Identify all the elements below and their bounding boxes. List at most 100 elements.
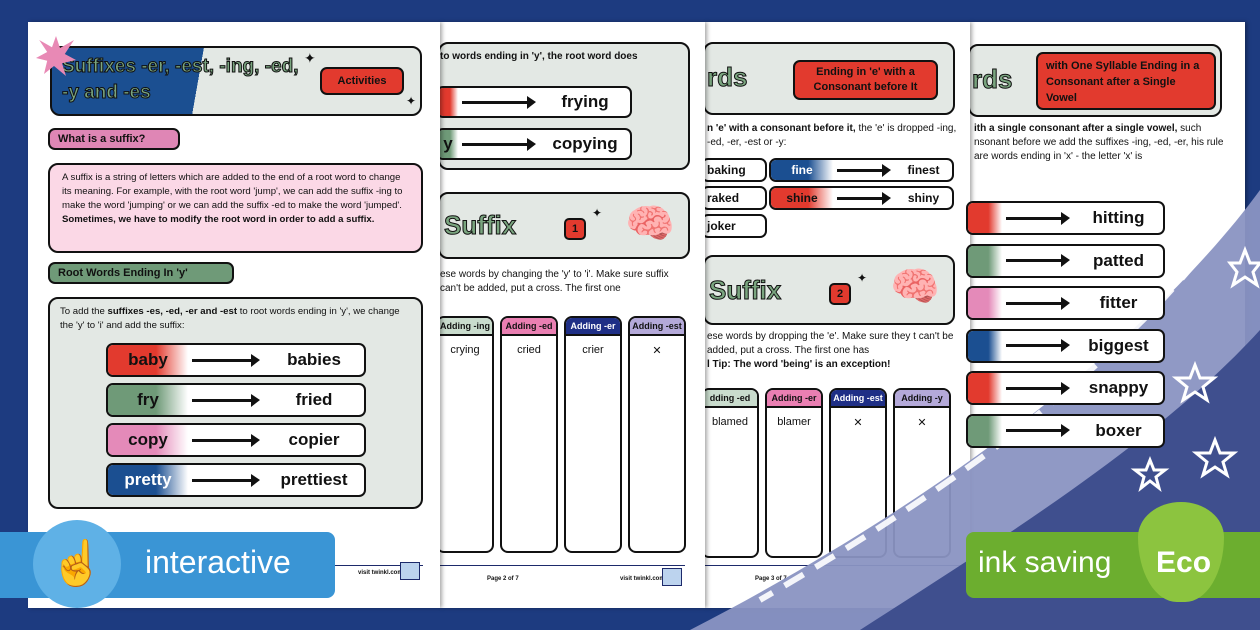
- result-word: prettiest: [280, 470, 348, 489]
- page3-suffix-header: Suffix 2 ✦ 🧠: [703, 255, 955, 325]
- root-word: baby: [108, 345, 188, 375]
- root-word: fine: [771, 160, 833, 180]
- result-word: fitter: [1099, 293, 1138, 312]
- root-word: [968, 415, 1002, 446]
- column-answer: ✕: [652, 345, 662, 357]
- root-text-b: suffixes -es, -ed, -er and -est: [107, 306, 238, 317]
- page3-page-number: Page 3 of 7: [755, 576, 787, 582]
- page3-intro-bold: n 'e' with a consonant before it,: [707, 123, 856, 134]
- page3-title-fragment: rds: [706, 62, 748, 93]
- result-word: copier: [288, 430, 340, 449]
- arrow-icon: [1006, 211, 1070, 225]
- interactive-label: interactive: [145, 544, 291, 580]
- word-transform-row: boxer: [966, 413, 1165, 448]
- root-word: copy: [108, 425, 188, 455]
- ink-saving-label: ink saving: [978, 546, 1112, 579]
- arrow-icon: [1006, 296, 1070, 310]
- column-answer: ✕: [917, 417, 927, 429]
- answer-column[interactable]: Adding -est ✕: [628, 316, 686, 553]
- twinkl-logo: [662, 568, 682, 586]
- page1-title-banner: Suffixes -er, -est, -ing, -ed, -y and -e…: [50, 46, 422, 116]
- eco-drop-icon: [1138, 502, 1224, 602]
- page3-intro: n 'e' with a consonant before it, the 'e…: [707, 122, 962, 150]
- word-box: baking: [701, 158, 767, 182]
- footer-divider: [328, 565, 423, 566]
- page3-header: rds Ending in 'e' with a Consonant befor…: [703, 42, 955, 115]
- arrow-icon: [1006, 254, 1070, 267]
- column-header: Adding -est: [630, 318, 684, 336]
- suffix-title: Suffix: [443, 210, 517, 241]
- sparkle-icon: ✦: [857, 271, 868, 285]
- star-icons: [1130, 245, 1260, 492]
- column-header: Adding -ed: [502, 318, 556, 336]
- column-answer: cried: [517, 344, 541, 356]
- brain-mascot-icon: 🧠: [625, 202, 675, 246]
- arrow-icon: [192, 433, 260, 447]
- arrow-icon: [837, 191, 891, 205]
- ink-saving-eco-badge: ink saving Eco: [966, 502, 1260, 602]
- page1-title: Suffixes -er, -est, -ing, -ed, -y and -e…: [62, 56, 300, 104]
- definition-bold: Sometimes, we have to modify the root wo…: [62, 214, 375, 225]
- page2-instructions: ese words by changing the 'y' to 'i'. Ma…: [440, 269, 669, 294]
- result-word: biggest: [1088, 335, 1149, 355]
- page4-badge: with One Syllable Ending in a Consonant …: [1036, 52, 1216, 110]
- column-header: Adding -ing: [438, 318, 492, 336]
- what-is-suffix-heading: What is a suffix?: [48, 128, 180, 150]
- page4-intro: ith a single consonant after a single vo…: [974, 122, 1224, 164]
- word-transform-row: fry fried: [106, 383, 366, 417]
- root-word: pretty: [108, 465, 188, 495]
- sparkle-icon: ✦: [592, 206, 603, 220]
- page1-website: visit twinkl.com: [358, 570, 403, 576]
- suffix-title: Suffix: [708, 275, 782, 306]
- interactive-banner[interactable]: ☝ interactive: [0, 520, 335, 608]
- root-word: [438, 88, 458, 116]
- root-word: [968, 245, 1002, 276]
- page4-intro-bold: ith a single consonant after a single vo…: [974, 123, 1178, 134]
- arrow-icon: [462, 95, 536, 109]
- word-transform-row: snappy: [966, 371, 1165, 405]
- page2-website: visit twinkl.com: [620, 576, 665, 582]
- arrow-icon: [1006, 424, 1070, 437]
- result-word: patted: [1093, 250, 1144, 270]
- result-word: shiny: [907, 191, 940, 205]
- root-word: y: [438, 130, 458, 158]
- page2-suffix-header: Suffix 1 ✦ 🧠: [438, 192, 690, 259]
- page4-title-fragment: rds: [971, 64, 1013, 95]
- result-word: frying: [561, 92, 609, 111]
- word-transform-row: patted: [966, 243, 1165, 278]
- column-header: Adding -er: [566, 318, 620, 336]
- arrow-icon: [1006, 339, 1070, 352]
- column-header: Adding -est: [831, 390, 885, 408]
- answer-column[interactable]: Adding -ed cried: [500, 316, 558, 553]
- page2-top-text: to words ending in 'y', the root word do…: [440, 51, 638, 62]
- definition-main: A suffix is a string of letters which ar…: [62, 172, 403, 211]
- arrow-icon: [837, 163, 891, 177]
- suffix-number: 2: [829, 283, 851, 305]
- result-word: hitting: [1092, 208, 1145, 227]
- root-word: fry: [108, 385, 188, 415]
- column-header: Adding -y: [895, 390, 949, 408]
- word-transform-row: pretty prettiest: [106, 463, 366, 497]
- word-transform-row: frying: [436, 86, 632, 118]
- root-word: [968, 288, 1002, 318]
- activities-badge: Activities: [320, 67, 404, 95]
- result-word: snappy: [1088, 378, 1149, 397]
- eco-label: Eco: [1156, 546, 1212, 579]
- page3-intro-text: the 'e' is dropped -ing, -ed, -er, -est …: [707, 123, 957, 148]
- root-words-text: To add the suffixes -es, -ed, -er and -e…: [60, 305, 411, 333]
- arrow-icon: [192, 393, 260, 407]
- column-header: Adding -er: [767, 390, 821, 408]
- page3-tip: l Tip: The word 'being' is an exception!: [707, 359, 891, 370]
- brain-mascot-icon: 🧠: [890, 265, 940, 309]
- arrow-icon: [192, 473, 260, 487]
- worksheet-page-1: Suffixes -er, -est, -ing, -ed, -y and -e…: [28, 22, 440, 608]
- result-word: fried: [295, 390, 333, 409]
- result-word: boxer: [1095, 420, 1142, 440]
- root-word: [968, 203, 1002, 233]
